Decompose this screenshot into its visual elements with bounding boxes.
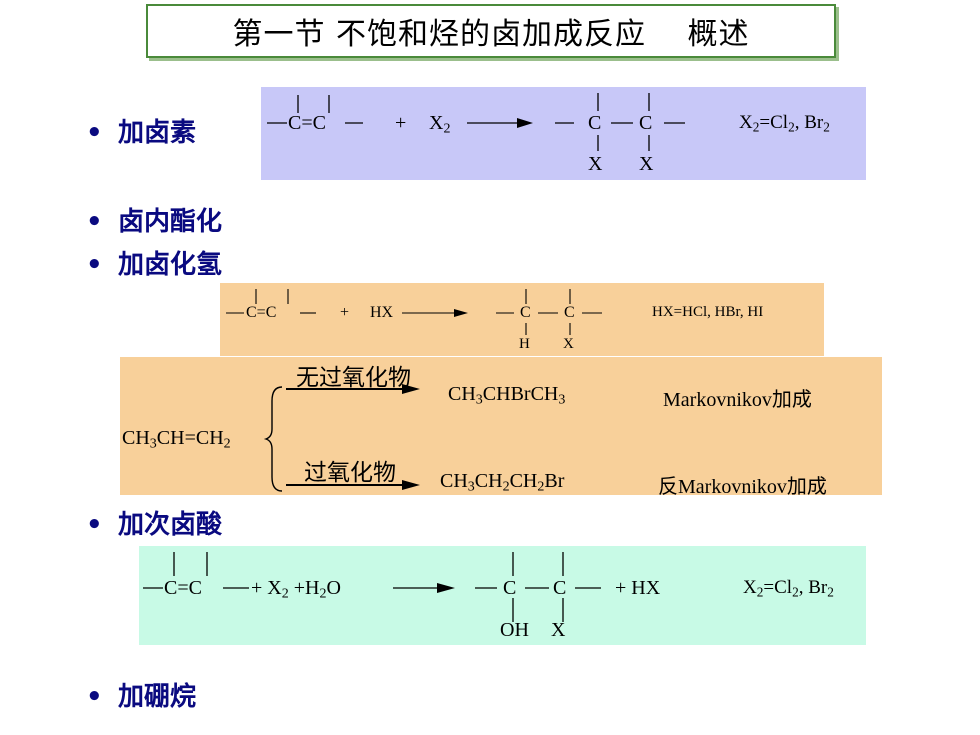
reagents-x2-h2o: + X2 +H2O xyxy=(251,577,341,602)
product-carbon-1: C xyxy=(588,112,602,134)
bullet-label: 加卤化氢 xyxy=(118,250,223,280)
product-substituent-2: X xyxy=(563,336,574,352)
substrate-propene: CH3CH=CH2 xyxy=(122,427,231,452)
bullet-dot-icon: • xyxy=(86,682,103,712)
product-markovnikov: CH3CHBrCH3 xyxy=(448,383,566,408)
byproduct-hx: + HX xyxy=(615,577,661,599)
reaction-panel-hypohalous: C=C + X2 +H2O C C + HX OH X X2=Cl2, Br2 xyxy=(139,546,866,645)
product-substituent-oh: OH xyxy=(500,619,529,641)
bullet-halolactonization: • 卤内酯化 xyxy=(86,201,222,238)
bullet-add-halogen: • 加卤素 xyxy=(86,112,196,149)
plus-sign: + xyxy=(340,304,350,321)
bullet-label: 加硼烷 xyxy=(118,682,197,712)
product-substituent-x: X xyxy=(551,619,566,641)
bullet-add-hydrogen-halide: • 加卤化氢 xyxy=(86,244,222,281)
hx-reaction-structure xyxy=(226,289,602,335)
slide-title: 第一节 不饱和烃的卤加成反应 概述 xyxy=(232,17,750,52)
bullet-dot-icon: • xyxy=(86,510,103,540)
branching-arrows xyxy=(263,384,420,492)
bullet-dot-icon: • xyxy=(86,250,103,280)
bullet-hydroboration: • 加硼烷 xyxy=(86,676,196,713)
reaction-note-halogens: X2=Cl2, Br2 xyxy=(739,112,830,135)
product-substituent-2: X xyxy=(639,153,654,175)
alkene-structure xyxy=(267,93,685,151)
product-carbon-2: C xyxy=(639,112,653,134)
bullet-add-hypohalous-acid: • 加次卤酸 xyxy=(86,504,222,541)
condition-no-peroxide: 无过氧化物 xyxy=(296,365,411,391)
product-substituent-1: H xyxy=(519,336,530,352)
bullet-dot-icon: • xyxy=(86,118,103,148)
label-anti-markovnikov: 反Markovnikov加成 xyxy=(658,474,827,498)
reaction-panel-hx: C=C + HX C C H X HX=HCl, HBr, HI xyxy=(220,283,824,356)
label-markovnikov: Markovnikov加成 xyxy=(663,387,812,411)
bullet-label: 加卤素 xyxy=(118,118,197,148)
slide-title-box: 第一节 不饱和烃的卤加成反应 概述 xyxy=(146,4,836,58)
hypohalous-structure xyxy=(143,552,601,622)
product-carbon-2: C xyxy=(553,577,567,599)
reaction-panel-halogen: C=C + X2 C C X X X2=Cl2, Br2 xyxy=(261,87,866,180)
product-anti-markovnikov: CH3CH2CH2Br xyxy=(440,470,565,495)
reaction-panel-markovnikov: CH3CH=CH2 无过氧化物 CH3CHBrCH3 Markovnikov加成… xyxy=(120,357,882,498)
product-carbon-1: C xyxy=(520,304,531,321)
product-substituent-1: X xyxy=(588,153,603,175)
alkene-formula-text: C=C xyxy=(288,112,326,134)
bullet-label: 卤内酯化 xyxy=(118,207,223,237)
condition-peroxide: 过氧化物 xyxy=(304,460,396,486)
alkene-formula-text: C=C xyxy=(164,577,202,599)
bullet-label: 加次卤酸 xyxy=(118,510,223,540)
reagent-x2: X2 xyxy=(429,112,451,137)
reaction-note-halogens: X2=Cl2, Br2 xyxy=(743,577,834,600)
bullet-dot-icon: • xyxy=(86,207,103,237)
reagent-hx: HX xyxy=(370,304,394,321)
alkene-formula-text: C=C xyxy=(246,304,277,321)
product-carbon-1: C xyxy=(503,577,517,599)
plus-sign: + xyxy=(395,112,407,134)
reaction-note-hx: HX=HCl, HBr, HI xyxy=(652,304,764,320)
product-carbon-2: C xyxy=(564,304,575,321)
